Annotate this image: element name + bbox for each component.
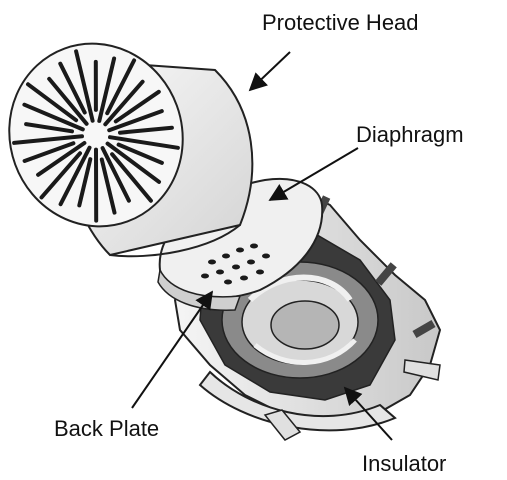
label-diaphragm: Diaphragm [356, 124, 464, 146]
label-back-plate: Back Plate [54, 418, 159, 440]
arrow-protective-head [250, 52, 290, 90]
label-insulator: Insulator [362, 453, 446, 475]
protective-head [0, 19, 252, 256]
label-protective-head: Protective Head [262, 12, 419, 34]
